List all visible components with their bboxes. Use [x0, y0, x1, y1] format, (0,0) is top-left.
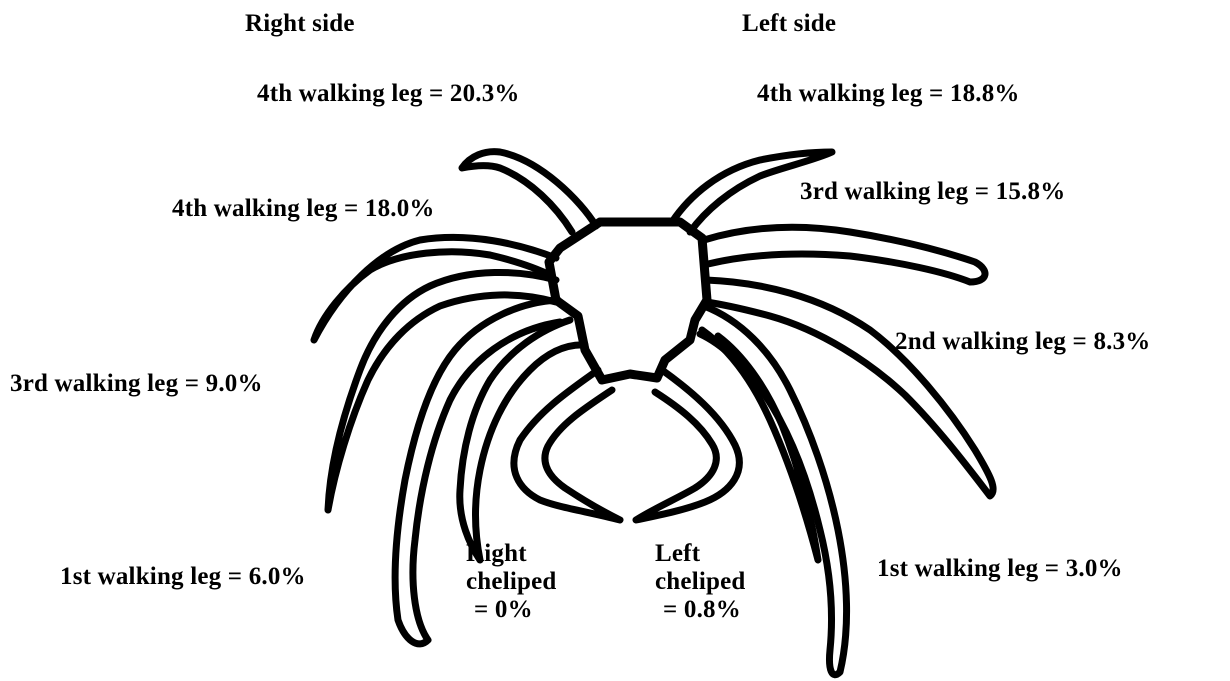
label-right-cheliped: Right cheliped = 0% [466, 540, 557, 624]
label-left-1st-walking-leg: 1st walking leg = 3.0% [877, 555, 1123, 583]
label-right-1st-walking-leg: 1st walking leg = 6.0% [60, 563, 306, 591]
label-right-4th-walking-leg: 4th walking leg = 18.0% [172, 195, 435, 223]
label-right-4th-walking-leg-top: 4th walking leg = 20.3% [257, 80, 520, 108]
label-left-cheliped-line3: = 0.8% [655, 596, 746, 624]
leg-right-4th-upper [462, 152, 596, 232]
leg-left-3rd [704, 227, 985, 282]
label-left-cheliped: Left cheliped = 0.8% [655, 540, 746, 624]
label-right-cheliped-line2: cheliped [466, 568, 557, 596]
label-right-3rd-walking-leg: 3rd walking leg = 9.0% [10, 370, 263, 398]
leg-left-2nd [706, 280, 993, 496]
leg-left-extra [702, 330, 818, 560]
header-right-side: Right side [245, 10, 355, 38]
cheliped-right [514, 370, 620, 520]
label-left-cheliped-line2: cheliped [655, 568, 746, 596]
label-left-3rd-walking-leg: 3rd walking leg = 15.8% [800, 178, 1065, 206]
label-right-cheliped-line1: Right [466, 540, 557, 568]
cheliped-left [636, 370, 739, 520]
label-left-2nd-walking-leg: 2nd walking leg = 8.3% [895, 328, 1151, 356]
label-right-cheliped-line3: = 0% [466, 596, 557, 624]
leg-right-4th [314, 237, 556, 340]
header-left-side: Left side [742, 10, 836, 38]
crab-carapace [549, 222, 707, 380]
label-left-cheliped-line1: Left [655, 540, 746, 568]
label-left-4th-walking-leg-top: 4th walking leg = 18.8% [757, 80, 1020, 108]
